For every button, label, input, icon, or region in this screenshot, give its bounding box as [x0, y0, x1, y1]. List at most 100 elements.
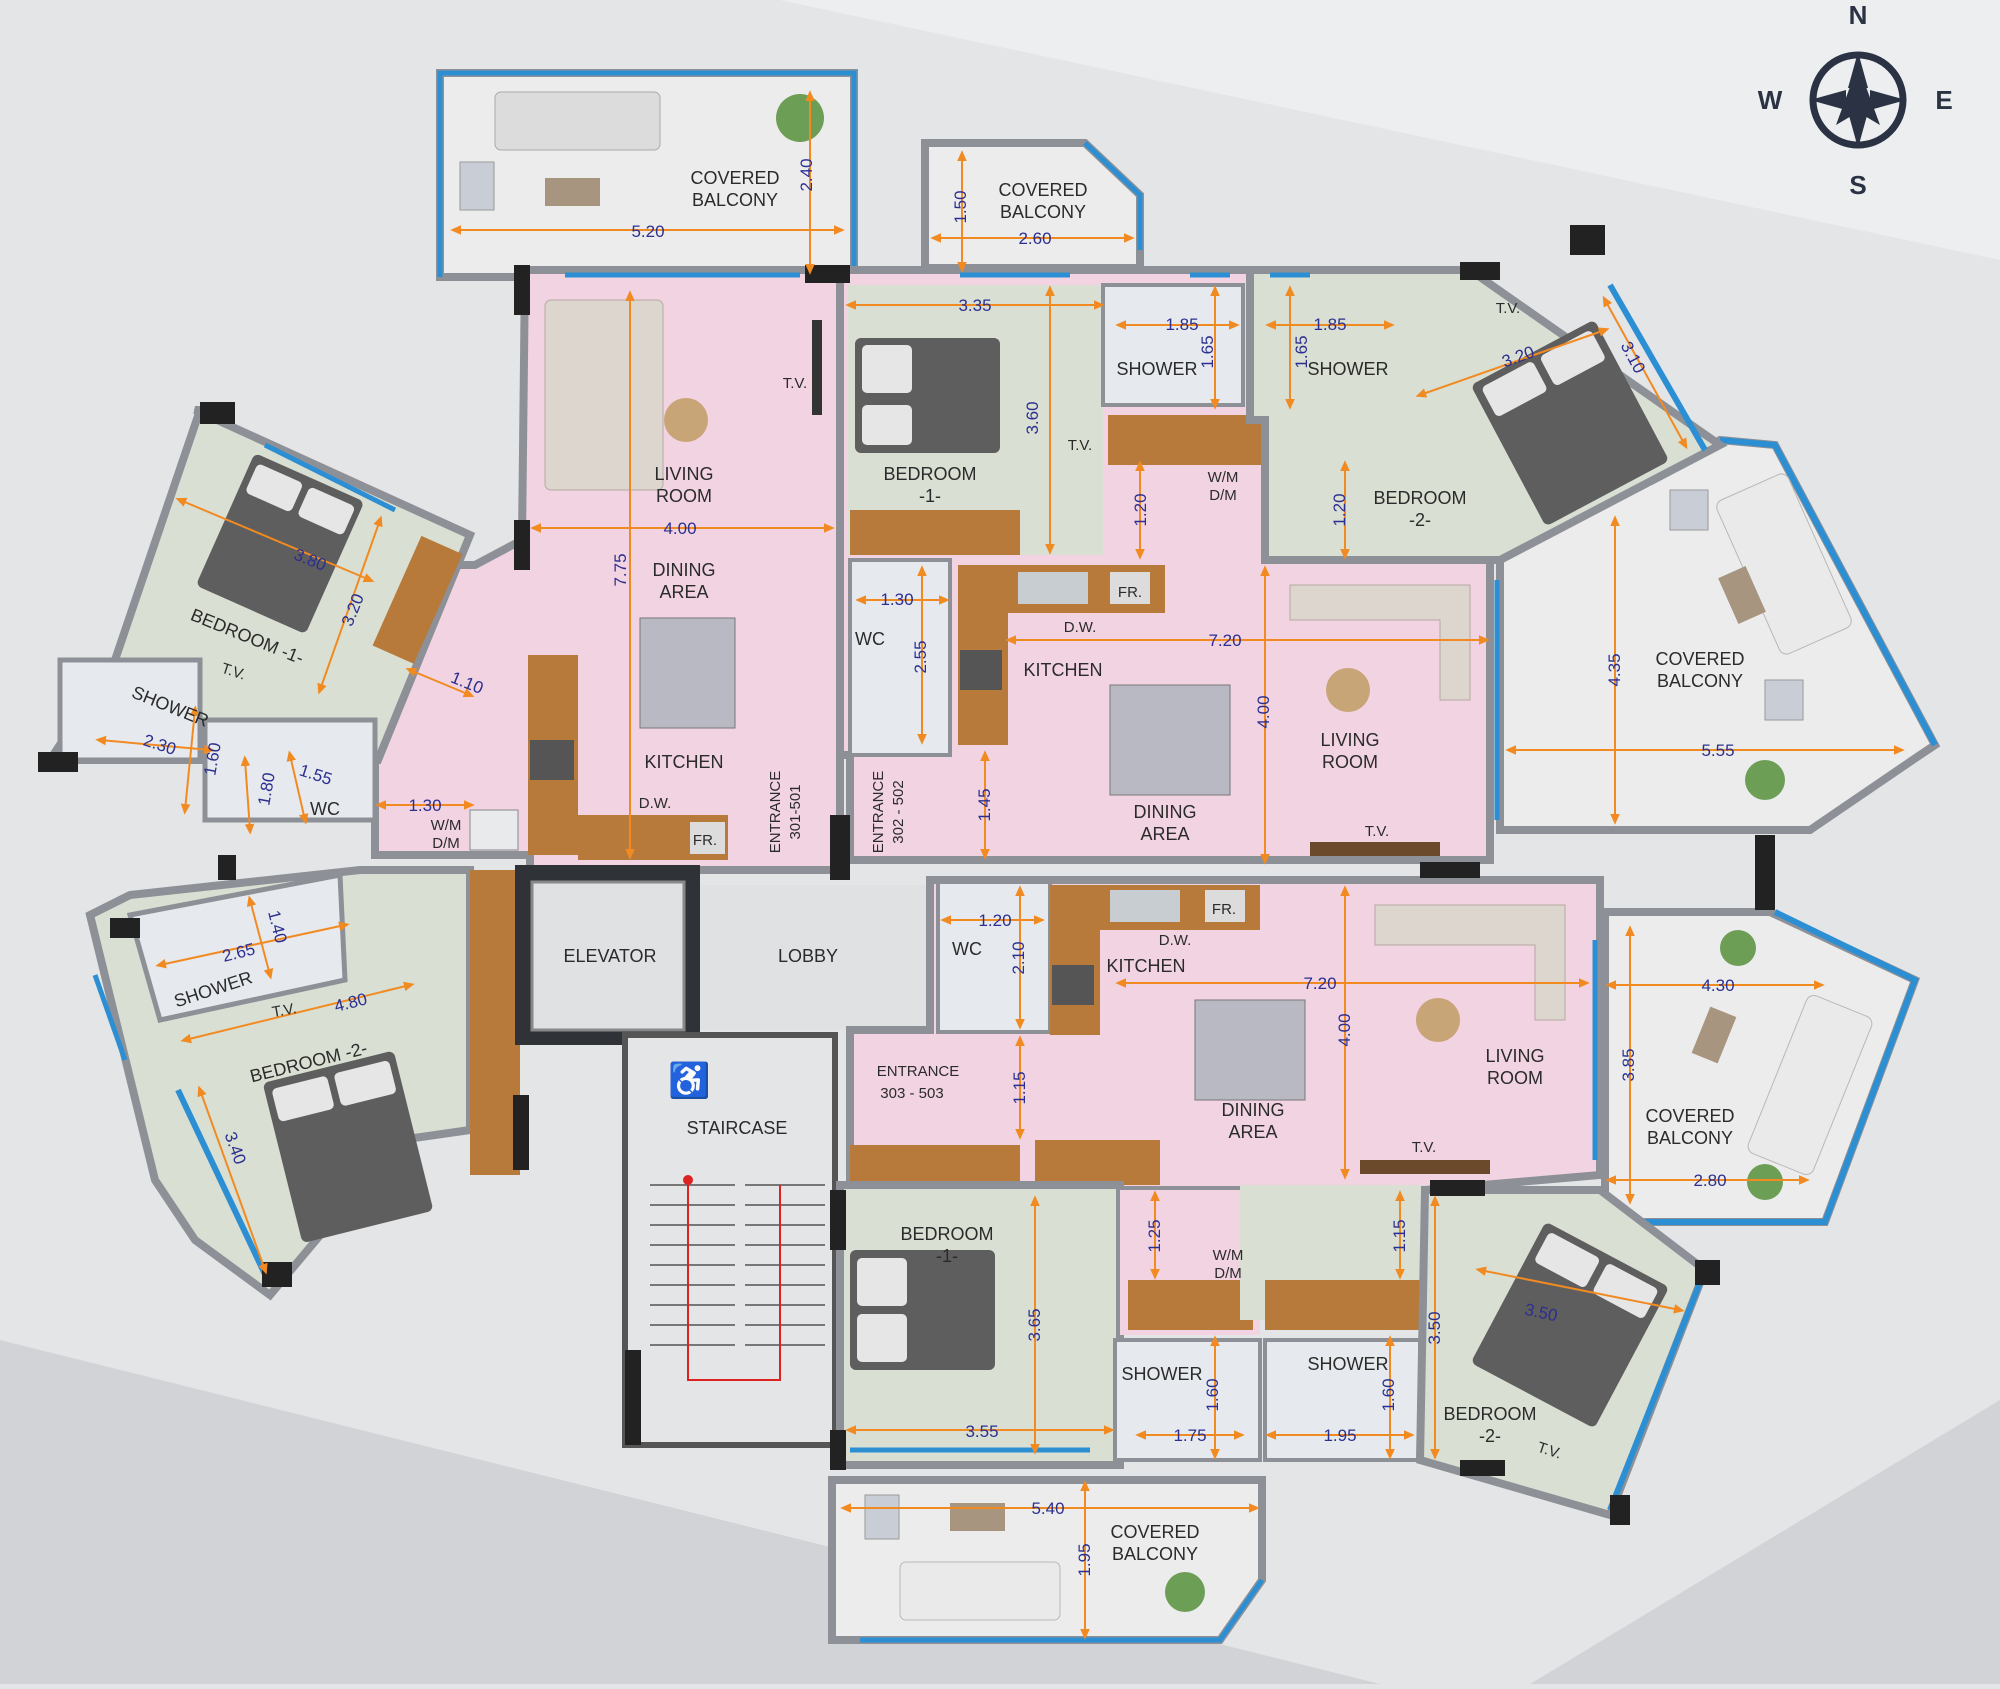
unit-303-503 — [836, 876, 1710, 1520]
dim-shower-ta-w: 1.85 — [1165, 315, 1198, 334]
label-wc-br: WC — [952, 939, 982, 959]
plant-icon — [1720, 930, 1756, 966]
cooktop-icon — [530, 740, 574, 780]
label-dining-tl-2: AREA — [659, 582, 708, 602]
dim-wc-br-h: 2.10 — [1009, 941, 1028, 974]
compass-north: N — [1849, 0, 1868, 30]
label-dw-br: D.W. — [1159, 932, 1192, 949]
dim-wc-tr-w: 1.30 — [880, 590, 913, 609]
dimension-lines — [95, 90, 1905, 1640]
dim-corr-b2: 1.15 — [1390, 1219, 1409, 1252]
glazing — [92, 272, 1598, 1453]
balcony-right-lower — [1601, 908, 1921, 1226]
label-shower-top-b: SHOWER — [1308, 359, 1389, 379]
dim-bal-tm-h: 1.50 — [951, 190, 970, 223]
label-living-br-1: LIVING — [1485, 1046, 1544, 1066]
dim-corr-t1: 1.20 — [1131, 493, 1150, 526]
dim-living-tr-h: 4.00 — [1254, 695, 1273, 728]
dim-shower-bb-h: 1.60 — [1379, 1378, 1398, 1411]
label-wmdm-br-2: D/M — [1214, 1265, 1242, 1282]
label-balcony-tl-1: COVERED — [690, 168, 779, 188]
compass-icon: N S E W — [1758, 0, 1953, 200]
label-wmdm-tr-2: D/M — [1209, 487, 1237, 504]
fridge-icon — [1205, 890, 1245, 922]
label-wmdm-tr-1: W/M — [1208, 469, 1239, 486]
dim-living-br-h: 4.00 — [1335, 1013, 1354, 1046]
tv-icon — [812, 320, 822, 415]
sink-icon — [1110, 890, 1180, 922]
plant-icon — [1745, 760, 1785, 800]
dim-bed1b-w: 3.55 — [965, 1422, 998, 1441]
dim-shower-tb-h: 1.65 — [1292, 335, 1311, 368]
tv-icon — [1360, 1160, 1490, 1174]
label-tv-bottom-bed2: T.V. — [1535, 1439, 1564, 1463]
dim-shower-ba-h: 1.60 — [1203, 1378, 1222, 1411]
dim-bal-rl-w: 4.30 — [1701, 976, 1734, 995]
label-elevator: ELEVATOR — [563, 946, 656, 966]
label-tv-tl: T.V. — [783, 375, 807, 392]
label-fr-tl: FR. — [693, 832, 717, 849]
dim-living-tr-w: 7.20 — [1208, 631, 1241, 650]
plant-icon — [1747, 1164, 1783, 1200]
label-dining-tl-1: DINING — [653, 560, 716, 580]
label-wc-left: WC — [310, 799, 340, 819]
cooktop-icon — [1052, 965, 1094, 1005]
dim-corr-br: 1.15 — [1010, 1071, 1029, 1104]
label-dining-br-2: AREA — [1228, 1122, 1277, 1142]
label-balcony-tl-2: BALCONY — [692, 190, 778, 210]
label-tv-left-bed1: T.V. — [219, 660, 248, 684]
label-entrance-303-1: ENTRANCE — [877, 1063, 960, 1080]
dim-living-tl-h: 7.75 — [611, 553, 630, 586]
label-kitchen-br: KITCHEN — [1106, 956, 1185, 976]
unit-302-502 — [836, 266, 1728, 864]
dim-bal-tl-h: 2.40 — [797, 158, 816, 191]
accessibility-icon: ♿ — [668, 1061, 710, 1100]
label-kitchen-tr: KITCHEN — [1023, 660, 1102, 680]
label-tv-left-bed2: T.V. — [271, 1000, 298, 1021]
label-fr-br: FR. — [1212, 901, 1236, 918]
balcony-top-left — [436, 69, 858, 281]
dim-bal-b-w: 5.40 — [1031, 1499, 1064, 1518]
label-balcony-tm-1: COVERED — [998, 180, 1087, 200]
label-bedroom1-bottom-1: BEDROOM — [900, 1224, 993, 1244]
dim-shower-bb-w: 1.95 — [1323, 1426, 1356, 1445]
label-entrance-302-1: ENTRANCE — [870, 771, 887, 854]
label-entrance-301-1: ENTRANCE — [767, 771, 784, 854]
label-dining-br-1: DINING — [1222, 1100, 1285, 1120]
label-entrance-303-2: 303 - 503 — [880, 1085, 943, 1102]
fridge-icon — [690, 822, 725, 854]
label-living-br-2: ROOM — [1487, 1068, 1543, 1088]
dim-shower-ba-w: 1.75 — [1173, 1426, 1206, 1445]
label-tv-br: T.V. — [1412, 1139, 1436, 1156]
label-dw-tl: D.W. — [639, 795, 672, 812]
label-shower-bottom-b: SHOWER — [1308, 1354, 1389, 1374]
plant-icon — [1165, 1572, 1205, 1612]
dim-living-br-w: 7.20 — [1303, 974, 1336, 993]
label-bedroom1-bottom-2: -1- — [936, 1246, 958, 1266]
dim-wm-l: 1.30 — [408, 796, 441, 815]
compass-east: E — [1935, 85, 1952, 115]
label-living-tl-2: ROOM — [656, 486, 712, 506]
label-balcony-b-2: BALCONY — [1112, 1544, 1198, 1564]
label-bedroom2-bottom-2: -2- — [1479, 1426, 1501, 1446]
dim-bal-b-h: 1.95 — [1075, 1543, 1094, 1576]
label-wc-tr: WC — [855, 629, 885, 649]
label-balcony-rl-1: COVERED — [1645, 1106, 1734, 1126]
label-entrance-301-2: 301-501 — [787, 784, 804, 839]
label-dining-tr-1: DINING — [1134, 802, 1197, 822]
dim-bal-rl-h: 3.85 — [1619, 1048, 1638, 1081]
sink-icon — [1018, 572, 1088, 604]
dim-wc-br-w: 1.20 — [978, 911, 1011, 930]
dim-bed2b-h: 3.50 — [1425, 1311, 1444, 1344]
label-living-tr-1: LIVING — [1320, 730, 1379, 750]
label-staircase: STAIRCASE — [687, 1118, 788, 1138]
label-wmdm-tl-1: W/M — [431, 817, 462, 834]
dim-bal-rl-w2: 2.80 — [1693, 1171, 1726, 1190]
plant-icon — [776, 94, 824, 142]
dim-bal-tl-w: 5.20 — [631, 222, 664, 241]
label-living-tr-2: ROOM — [1322, 752, 1378, 772]
dim-living-tl-w: 4.00 — [663, 519, 696, 538]
dim-shower-tb-w: 1.85 — [1313, 315, 1346, 334]
